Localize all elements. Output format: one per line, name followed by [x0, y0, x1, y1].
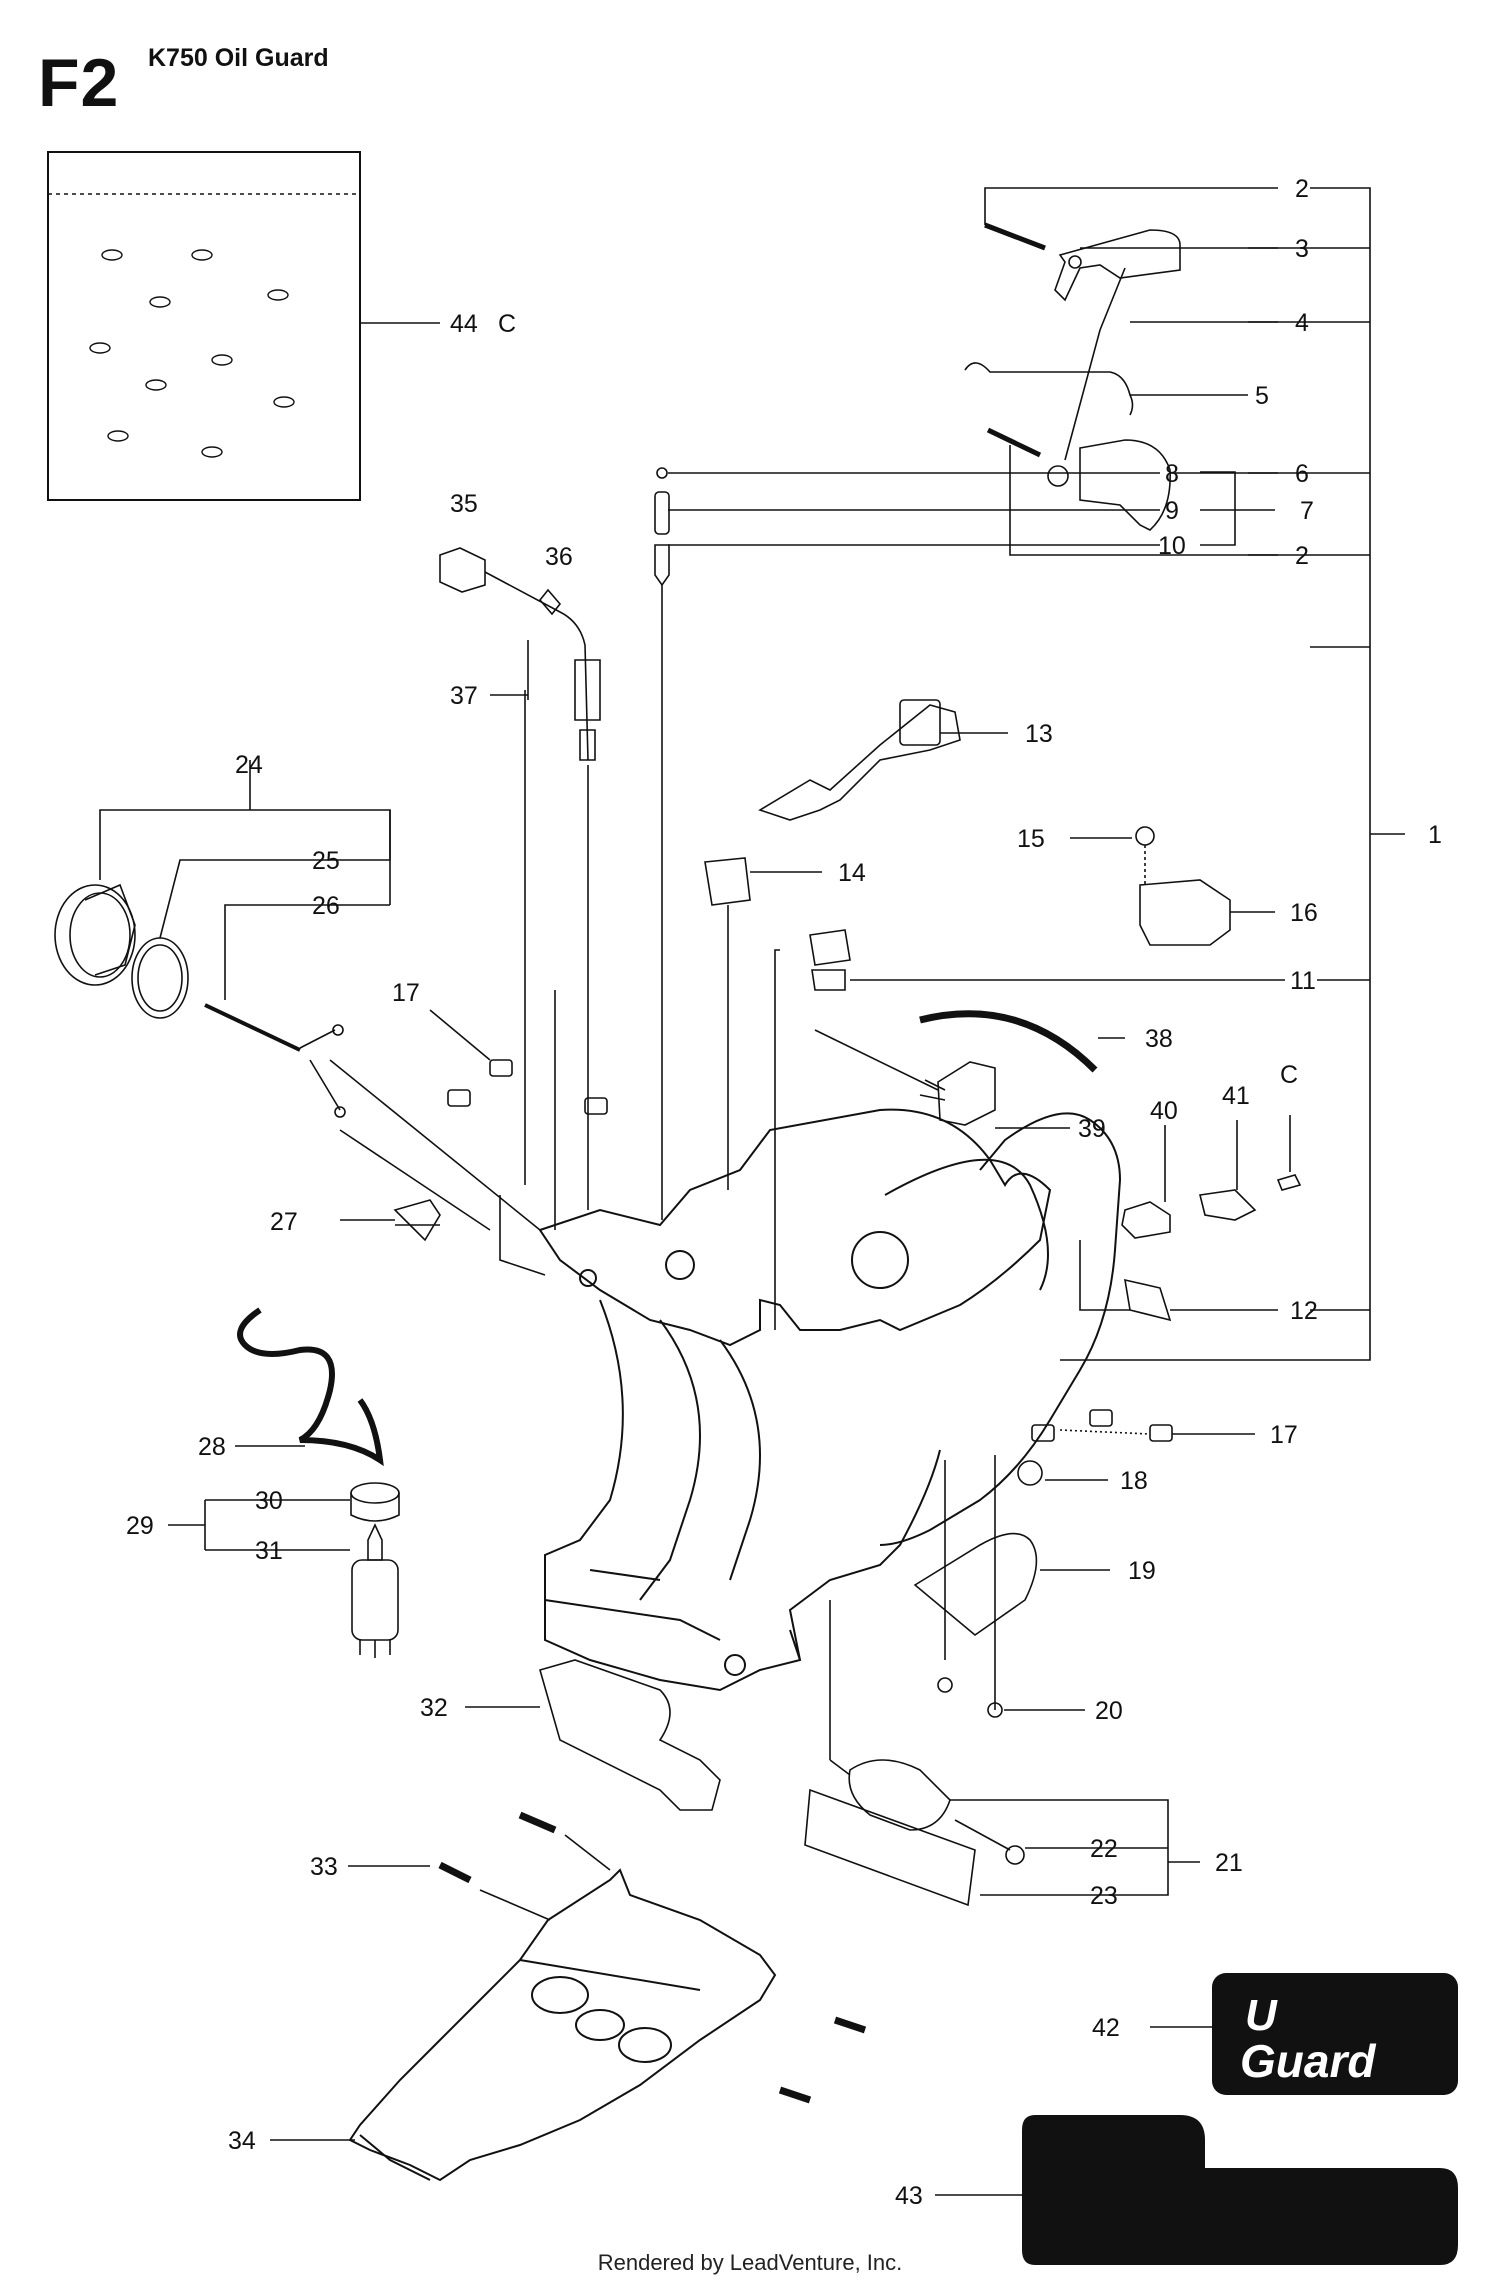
callout-20: 20: [1095, 1697, 1123, 1725]
oil-tank-housing: [538, 1108, 1122, 1692]
callout-37: 37: [450, 682, 478, 710]
callout-36: 36: [545, 543, 573, 571]
u-guard-badge: [1212, 1973, 1458, 2095]
switch-part: [758, 699, 961, 821]
callout-28: 28: [198, 1433, 226, 1461]
callout-23: 23: [1090, 1882, 1118, 1910]
callout-31: 31: [255, 1537, 283, 1565]
callout-4: 4: [1295, 309, 1309, 337]
callout-9: 9: [1165, 497, 1179, 525]
vent-parts: [439, 547, 601, 761]
callout-41: 41: [1222, 1082, 1250, 1110]
callout-7: 7: [1300, 497, 1314, 525]
filter-parts: [350, 1482, 400, 1658]
page-code: F2: [38, 45, 120, 121]
callout-21: 21: [1215, 1849, 1243, 1877]
callout-12: 12: [1290, 1297, 1318, 1325]
screw-icon: [438, 1811, 867, 2104]
trigger-parts: [964, 222, 1181, 531]
callout-30: 30: [255, 1487, 283, 1515]
callout-39: 39: [1078, 1115, 1106, 1143]
callout-33: 33: [310, 1853, 338, 1881]
screw-icon: [1135, 826, 1155, 885]
callout-17-bottom: 17: [1270, 1421, 1298, 1449]
callout-25: 25: [312, 847, 340, 875]
screw-kit-box: [47, 151, 440, 501]
callout-22: 22: [1090, 1835, 1118, 1863]
connector-part: [814, 1029, 996, 1126]
screw-icon: [987, 1702, 1003, 1718]
callout-11: 11: [1290, 967, 1316, 995]
callout-18: 18: [1120, 1467, 1148, 1495]
badge-line1: U: [1245, 1991, 1278, 2040]
bracket-part: [1121, 1201, 1171, 1239]
clip-part: [774, 929, 851, 1330]
callout-38: 38: [1145, 1025, 1173, 1053]
callout-3: 3: [1295, 235, 1309, 263]
callout-43: 43: [895, 2182, 923, 2210]
callout-42: 42: [1092, 2014, 1120, 2042]
callout-44-suffix: C: [498, 310, 516, 338]
callout-40: 40: [1150, 1097, 1178, 1125]
connector-part: [1139, 879, 1231, 946]
oil-valve-parts: [654, 467, 670, 1220]
pad-part: [913, 1532, 1038, 1637]
screw-icon: [937, 1677, 953, 1693]
bracket-part: [1124, 1278, 1172, 1322]
callout-16: 16: [1290, 899, 1318, 927]
black-label: [1022, 2115, 1458, 2265]
callout-27: 27: [270, 1208, 298, 1236]
callout-35: 35: [450, 490, 478, 518]
clip-part: [393, 1199, 441, 1242]
skid-plate: [348, 1868, 777, 2182]
callout-6: 6: [1295, 460, 1309, 488]
callout-34: 34: [228, 2127, 256, 2155]
callout-c: C: [1280, 1061, 1298, 1089]
bracket-part: [1199, 1189, 1257, 1221]
callout-19: 19: [1128, 1557, 1156, 1585]
cover-part: [539, 1659, 721, 1811]
callout-5: 5: [1255, 382, 1269, 410]
badge-line2: Guard: [1240, 2035, 1376, 2087]
filler-cap-parts: [54, 883, 541, 1231]
nut-icon: [447, 1059, 1173, 1442]
clip-part: [704, 857, 751, 1190]
callout-8: 8: [1165, 460, 1179, 488]
screw-icon: [1276, 1174, 1302, 1191]
screw-icon: [89, 249, 295, 458]
callout-2-bottom: 2: [1295, 542, 1309, 570]
callout-17-top: 17: [392, 979, 420, 1007]
callout-15: 15: [1017, 825, 1045, 853]
callout-10: 10: [1158, 532, 1186, 560]
callout-1: 1: [1428, 821, 1442, 849]
callout-14: 14: [838, 859, 866, 887]
callout-44: 44: [450, 310, 478, 338]
callout-2-top: 2: [1295, 175, 1309, 203]
callout-26: 26: [312, 892, 340, 920]
callout-24: 24: [235, 751, 263, 779]
callout-13: 13: [1025, 720, 1053, 748]
callout-32: 32: [420, 1694, 448, 1722]
assembly-bracket: [1060, 187, 1405, 1361]
page-title: K750 Oil Guard: [148, 44, 329, 72]
grommet-part: [1017, 1460, 1043, 1486]
hose-part: [237, 1307, 384, 1467]
footer-credit: Rendered by LeadVenture, Inc.: [597, 2250, 903, 2275]
damper-parts: [804, 1759, 1025, 1907]
callout-29: 29: [126, 1512, 154, 1540]
callout-labels: 1 2 2 3 4 5 6 7 8 9 10 11 12 13 14 15 16…: [126, 175, 1442, 2210]
hose-part: [919, 1010, 1098, 1073]
